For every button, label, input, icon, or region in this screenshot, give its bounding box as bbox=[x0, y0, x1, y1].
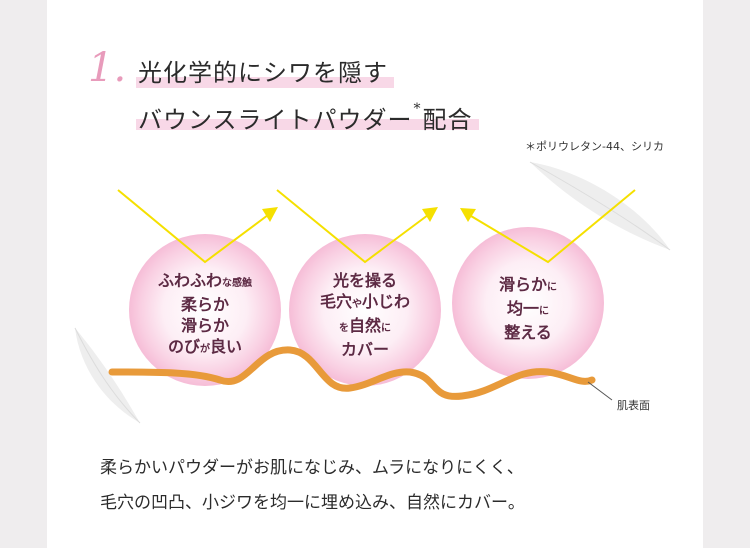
light-ray-1 bbox=[117, 189, 269, 264]
bubble-2-line3-small1: を bbox=[338, 323, 349, 334]
section-number: 1. bbox=[88, 45, 127, 91]
bubble-2-line3: 自然 bbox=[348, 316, 381, 335]
skin-label-leader bbox=[587, 381, 613, 401]
bubble-1-line1: ふわふわ bbox=[157, 271, 222, 290]
bubble-1 bbox=[129, 234, 281, 386]
arrowhead-3-icon bbox=[460, 208, 476, 222]
bubble-1-line4-small: が bbox=[200, 344, 210, 355]
bubble-1-line3: 滑らか bbox=[180, 316, 229, 335]
title-text-2: バウンスライトパウダー bbox=[138, 106, 413, 134]
asterisk-mark: * bbox=[413, 101, 422, 117]
bubble-1-line2: 柔らか bbox=[180, 295, 229, 314]
bubble-2-text: 光を操る 毛穴や小じわ を自然に カバー bbox=[295, 270, 435, 360]
bubble-1-text: ふわふわな感触 柔らか 滑らか のびが良い bbox=[135, 270, 275, 360]
bubble-1-line4: のび bbox=[167, 337, 200, 356]
bubble-1-line4-end: 良い bbox=[210, 337, 243, 356]
bubble-3-line1-small: に bbox=[547, 282, 557, 293]
bubble-1-line1-small: な感触 bbox=[222, 278, 252, 289]
light-ray-3 bbox=[470, 189, 636, 264]
bubble-2-line4: カバー bbox=[340, 340, 389, 359]
bubble-3-text: 滑らかに 均一に 整える bbox=[458, 274, 598, 343]
bubble-3-line1: 滑らか bbox=[498, 275, 547, 294]
skin-surface-line bbox=[108, 346, 596, 400]
skin-surface-label: 肌表面 bbox=[617, 399, 650, 412]
bubble-2-line2-small: や bbox=[352, 299, 362, 310]
title-text-2-suffix: 配合 bbox=[422, 106, 473, 134]
bubble-2 bbox=[289, 234, 441, 386]
light-arrows bbox=[117, 189, 636, 264]
title-line-2: バウンスライトパウダー*配合 bbox=[136, 100, 479, 134]
bubble-3-line2-small: に bbox=[539, 306, 549, 317]
bubble-3-line2: 均一 bbox=[506, 299, 539, 318]
arrowhead-1-icon bbox=[262, 207, 278, 222]
description-line-2: 毛穴の凹凸、小ジワを均一に埋め込み、自然にカバー。 bbox=[100, 493, 525, 513]
bubble-2-line2-end: 小じわ bbox=[362, 292, 411, 311]
bubble-3 bbox=[452, 227, 604, 379]
bubble-2-line2: 毛穴 bbox=[319, 292, 352, 311]
light-ray-2 bbox=[276, 189, 429, 264]
feather-right-icon bbox=[529, 161, 671, 251]
title-line-1: 光化学的にシワを隠す bbox=[136, 58, 394, 88]
bubble-3-line3: 整える bbox=[504, 323, 552, 342]
ingredient-footnote: ＊ポリウレタン-44、シリカ bbox=[525, 140, 664, 153]
title-text-1: 光化学的にシワを隠す bbox=[138, 59, 388, 87]
feather-left-icon bbox=[74, 327, 141, 424]
arrowhead-2-icon bbox=[422, 207, 438, 222]
description-line-1: 柔らかいパウダーがお肌になじみ、ムラになりにくく、 bbox=[100, 458, 524, 478]
bubble-2-line3-small2: に bbox=[381, 323, 391, 334]
bubble-2-line1: 光を操る bbox=[332, 271, 397, 290]
